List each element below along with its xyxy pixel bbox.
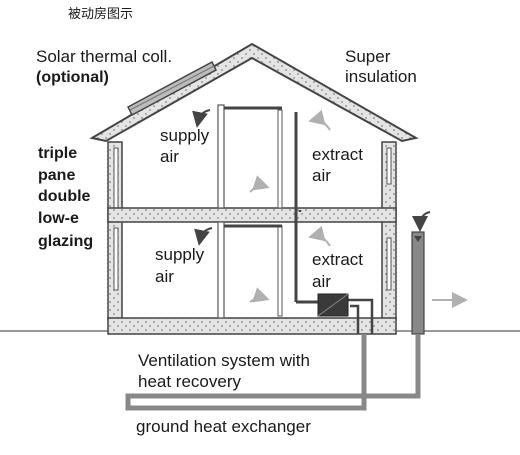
label-extract-lower: extract	[312, 250, 363, 269]
label-extract-upper: extract	[312, 145, 363, 164]
internal-wall	[217, 104, 283, 319]
extract-ducts	[298, 210, 374, 334]
label-glazing-1: triple	[38, 145, 77, 162]
label-glazing-3: double	[38, 188, 91, 205]
floor-slab	[107, 317, 397, 335]
solar-collector	[127, 60, 217, 117]
label-solar-optional: (optional)	[36, 69, 109, 86]
label-ground-heat-exchanger: ground heat exchanger	[136, 417, 311, 436]
label-extract-upper-air: air	[312, 166, 331, 185]
left-wall	[107, 141, 123, 321]
roof	[89, 42, 419, 143]
label-glazing-5: glazing	[38, 233, 93, 250]
flow-arrows	[192, 109, 431, 246]
middle-floor	[107, 207, 397, 223]
label-heat-recovery: heat recovery	[138, 372, 241, 391]
label-super: Super	[345, 47, 391, 66]
diagram-caption: 被动房图示	[68, 6, 133, 21]
right-wall	[381, 141, 397, 321]
label-ventilation: Ventilation system with	[138, 351, 310, 370]
label-supply-lower-air: air	[155, 267, 174, 286]
label-extract-lower-air: air	[312, 272, 331, 291]
label-solar-collector: Solar thermal coll.	[36, 47, 172, 66]
intake-column	[411, 231, 425, 335]
label-supply-upper: supply	[160, 126, 210, 145]
label-glazing-2: pane	[38, 167, 75, 184]
label-insulation: insulation	[345, 67, 417, 86]
flow-arrows-light	[249, 109, 468, 308]
label-glazing-4: low-e	[38, 210, 79, 227]
label-supply-upper-air: air	[160, 147, 179, 166]
label-supply-lower: supply	[155, 245, 205, 264]
ground-heat-exchanger-pipe	[125, 334, 421, 411]
ventilation-unit	[317, 293, 349, 317]
